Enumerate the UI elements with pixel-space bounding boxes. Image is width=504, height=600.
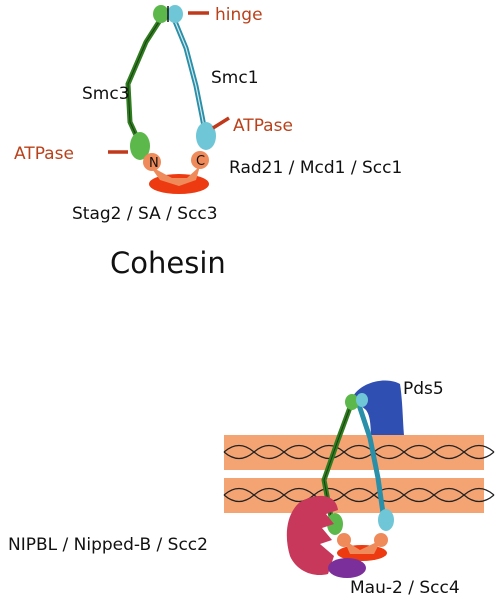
kleisin-subunit (143, 151, 209, 186)
atpase-right-label: ATPase (233, 116, 293, 136)
cohesin-complex: N C (108, 5, 230, 194)
smc3-atpase-head (130, 132, 150, 160)
stag-label: Stag2 / SA / Scc3 (72, 204, 218, 224)
dna-strand-upper (223, 435, 495, 470)
cohesin-ring-loaded (321, 393, 394, 561)
cohesin-title: Cohesin (110, 246, 226, 280)
kleisin-label: Rad21 / Mcd1 / Scc1 (229, 158, 402, 178)
atpase-right-pointer (212, 116, 230, 130)
smc3-hinge (153, 5, 169, 23)
smc3-arm (125, 11, 167, 149)
smc1-label: Smc1 (211, 68, 259, 88)
dna-strand-lower (223, 478, 495, 513)
nipbl-subunit (286, 495, 338, 576)
nipbl-label: NIPBL / Nipped-B / Scc2 (8, 535, 208, 555)
smc1-arm (169, 11, 209, 140)
smc3-label: Smc3 (82, 84, 130, 104)
hinge-label: hinge (215, 5, 263, 25)
pds5-label: Pds5 (403, 379, 444, 399)
mau2-subunit (328, 558, 366, 578)
c-terminus-label: C (196, 154, 205, 169)
atpase-left-label: ATPase (14, 144, 74, 164)
smc1-hinge (167, 5, 183, 23)
mau2-label: Mau-2 / Scc4 (350, 578, 460, 598)
n-terminus-label: N (149, 156, 159, 171)
smc1-atpase-head (196, 122, 216, 150)
